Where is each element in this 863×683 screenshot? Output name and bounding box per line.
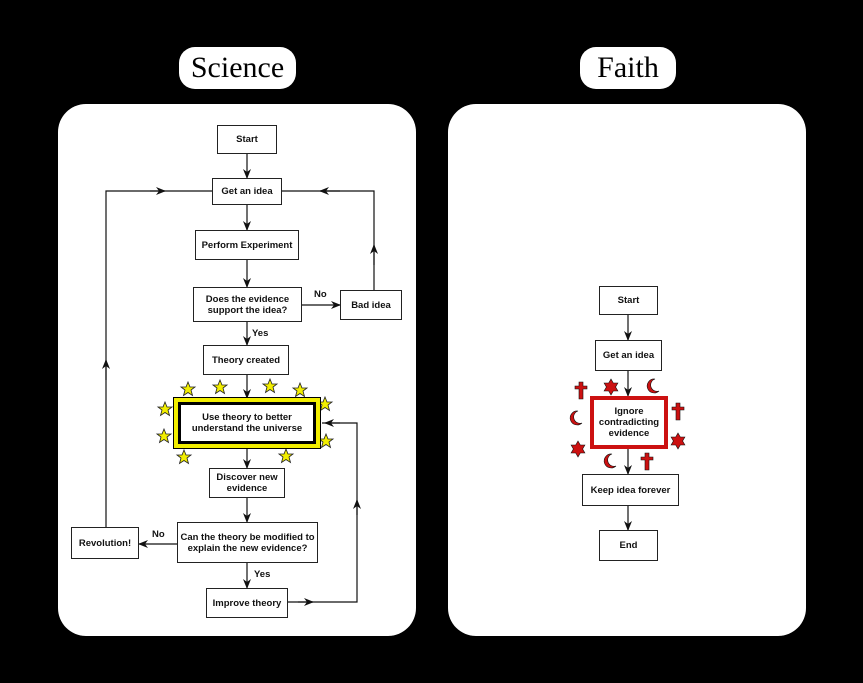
six-point-star-icon (570, 440, 586, 458)
node-get-idea: Get an idea (212, 178, 282, 205)
faith-heading: Faith (580, 47, 676, 89)
red-symbols (569, 378, 686, 471)
yellow-stars (155, 377, 335, 465)
star-icon (179, 380, 197, 397)
loop-revolution-to-idea (105, 190, 212, 527)
loop-improve-to-use (288, 422, 358, 603)
node-theory-created: Theory created (203, 345, 289, 375)
star-icon (317, 432, 335, 449)
star-icon (211, 378, 229, 395)
node-perform-experiment: Perform Experiment (195, 230, 299, 260)
star-icon (261, 377, 279, 394)
node-discover-evidence: Discover new evidence (209, 468, 285, 498)
crescent-icon (646, 378, 660, 394)
star-icon (316, 395, 334, 412)
crescent-icon (569, 410, 583, 426)
node-faith-end: End (599, 530, 658, 561)
node-faith-get-idea: Get an idea (595, 340, 662, 371)
star-icon (155, 427, 173, 444)
star-icon (277, 447, 295, 464)
star-icon (156, 400, 174, 417)
label-yes-2: Yes (254, 569, 271, 580)
cross-icon (671, 402, 685, 421)
node-use-theory: Use theory to better understand the univ… (174, 398, 320, 448)
six-point-star-icon (603, 378, 619, 396)
cross-icon (640, 452, 654, 471)
label-yes-1: Yes (252, 328, 269, 339)
node-faith-start: Start (599, 286, 658, 315)
cross-icon (574, 381, 588, 400)
node-start: Start (217, 125, 277, 154)
node-question-evidence: Does the evidence support the idea? (193, 287, 302, 322)
crescent-icon (603, 453, 617, 469)
node-ignore-evidence: Ignore contradicting evidence (590, 396, 668, 449)
label-no-2: No (152, 529, 165, 540)
science-heading: Science (179, 47, 296, 89)
six-point-star-icon (670, 432, 686, 450)
node-keep-idea: Keep idea forever (582, 474, 679, 506)
star-icon (291, 381, 309, 398)
node-question-modify: Can the theory be modified to explain th… (177, 522, 318, 563)
star-icon (175, 448, 193, 465)
node-revolution: Revolution! (71, 527, 139, 559)
label-no-1: No (314, 289, 327, 300)
node-improve-theory: Improve theory (206, 588, 288, 618)
node-bad-idea: Bad idea (340, 290, 402, 320)
